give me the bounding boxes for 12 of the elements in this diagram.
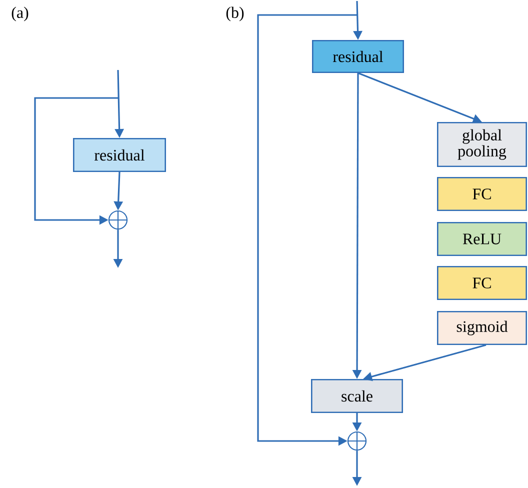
panel-label: (a) bbox=[12, 6, 28, 22]
process-box: scale bbox=[311, 379, 403, 413]
process-box: FC bbox=[437, 177, 527, 211]
sum-symbol bbox=[346, 430, 368, 452]
sum-symbol bbox=[108, 210, 128, 230]
process-box: global pooling bbox=[437, 122, 527, 167]
process-box: FC bbox=[437, 266, 527, 300]
process-box: ReLU bbox=[437, 222, 527, 256]
process-box: sigmoid bbox=[437, 311, 527, 345]
panel-label: (b) bbox=[226, 6, 244, 22]
process-box: residual bbox=[73, 138, 166, 172]
process-box: residual bbox=[312, 40, 404, 73]
